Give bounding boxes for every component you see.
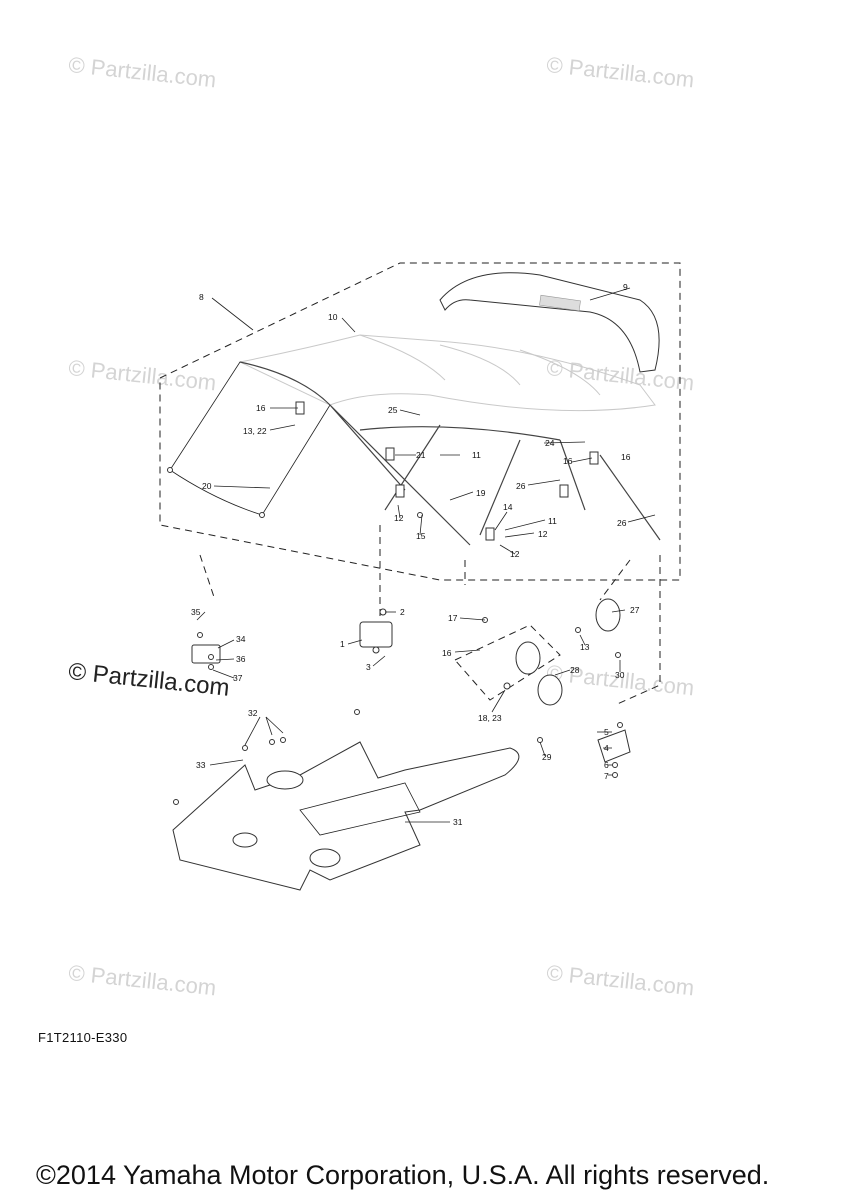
callout: 7 <box>604 771 609 781</box>
callout: 12 <box>510 549 520 559</box>
pole-joint <box>385 447 395 461</box>
callout: 16 <box>563 456 573 466</box>
callout: 2 <box>400 607 405 617</box>
callout: 11 <box>472 450 481 460</box>
visor-part <box>439 272 660 373</box>
canvas-seam <box>359 334 601 396</box>
callout: 26 <box>617 518 627 528</box>
callout: 21 <box>416 450 426 460</box>
callout: 10 <box>328 312 338 322</box>
bracket-left <box>191 644 221 664</box>
callout: 28 <box>570 665 580 675</box>
callout: 31 <box>453 817 463 827</box>
callout: 36 <box>236 654 246 664</box>
callout-labels: 1 2 3 4 5 6 7 8 9 10 11 11 12 12 12 13 1… <box>191 282 640 827</box>
cover-cutout <box>309 848 341 868</box>
callout: 6 <box>604 760 609 770</box>
callout: 33 <box>196 760 206 770</box>
visor-logo <box>539 294 581 312</box>
bracket-1 <box>359 621 393 648</box>
mount-28-lower <box>537 674 563 706</box>
fitting-area <box>454 624 561 701</box>
callout: 4 <box>604 743 609 753</box>
assembly-boundary <box>159 262 681 581</box>
callout: 3 <box>366 662 371 672</box>
callout: 1 <box>340 639 345 649</box>
pole-joint <box>559 484 569 498</box>
bimini-canvas <box>238 334 656 412</box>
callout: 12 <box>538 529 548 539</box>
guide-line <box>199 525 661 706</box>
callout: 9 <box>623 282 628 292</box>
pole-joint <box>395 484 405 498</box>
storage-cover <box>172 741 520 891</box>
canvas-front-edge <box>239 361 331 406</box>
callout: 20 <box>202 481 212 491</box>
leader-lines <box>196 287 656 823</box>
callout: 25 <box>388 405 398 415</box>
callout: 34 <box>236 634 246 644</box>
callout: 29 <box>542 752 552 762</box>
callout: 11 <box>548 516 557 526</box>
cover-cutout <box>232 832 258 848</box>
callout: 18, 23 <box>478 713 502 723</box>
callout: 13 <box>580 642 590 652</box>
front-curtain <box>169 361 331 516</box>
callout: 8 <box>199 292 204 302</box>
callout: 12 <box>394 513 404 523</box>
copyright-notice: ©2014 Yamaha Motor Corporation, U.S.A. A… <box>36 1160 770 1190</box>
callout: 16 <box>621 452 631 462</box>
bracket-right <box>597 729 631 763</box>
callout: 14 <box>503 502 513 512</box>
frame-pole <box>329 404 661 546</box>
diagram-code: F1T2110-E330 <box>38 1030 128 1045</box>
callout: 24 <box>545 438 555 448</box>
callout: 5 <box>604 727 609 737</box>
callout: 16 <box>442 648 452 658</box>
callout: 27 <box>630 605 640 615</box>
callout: 15 <box>416 531 426 541</box>
storage-pocket <box>299 782 421 836</box>
mount-28-upper <box>515 641 541 675</box>
callout: 13, 22 <box>243 426 267 436</box>
callout: 19 <box>476 488 486 498</box>
callout: 30 <box>615 670 625 680</box>
pole-joint <box>485 527 495 541</box>
mount-27 <box>595 598 621 632</box>
callout: 37 <box>233 673 243 683</box>
callout: 26 <box>516 481 526 491</box>
callout: 17 <box>448 613 458 623</box>
callout: 32 <box>248 708 258 718</box>
callout: 16 <box>256 403 266 413</box>
cover-cutout <box>266 770 304 790</box>
callout: 35 <box>191 607 201 617</box>
